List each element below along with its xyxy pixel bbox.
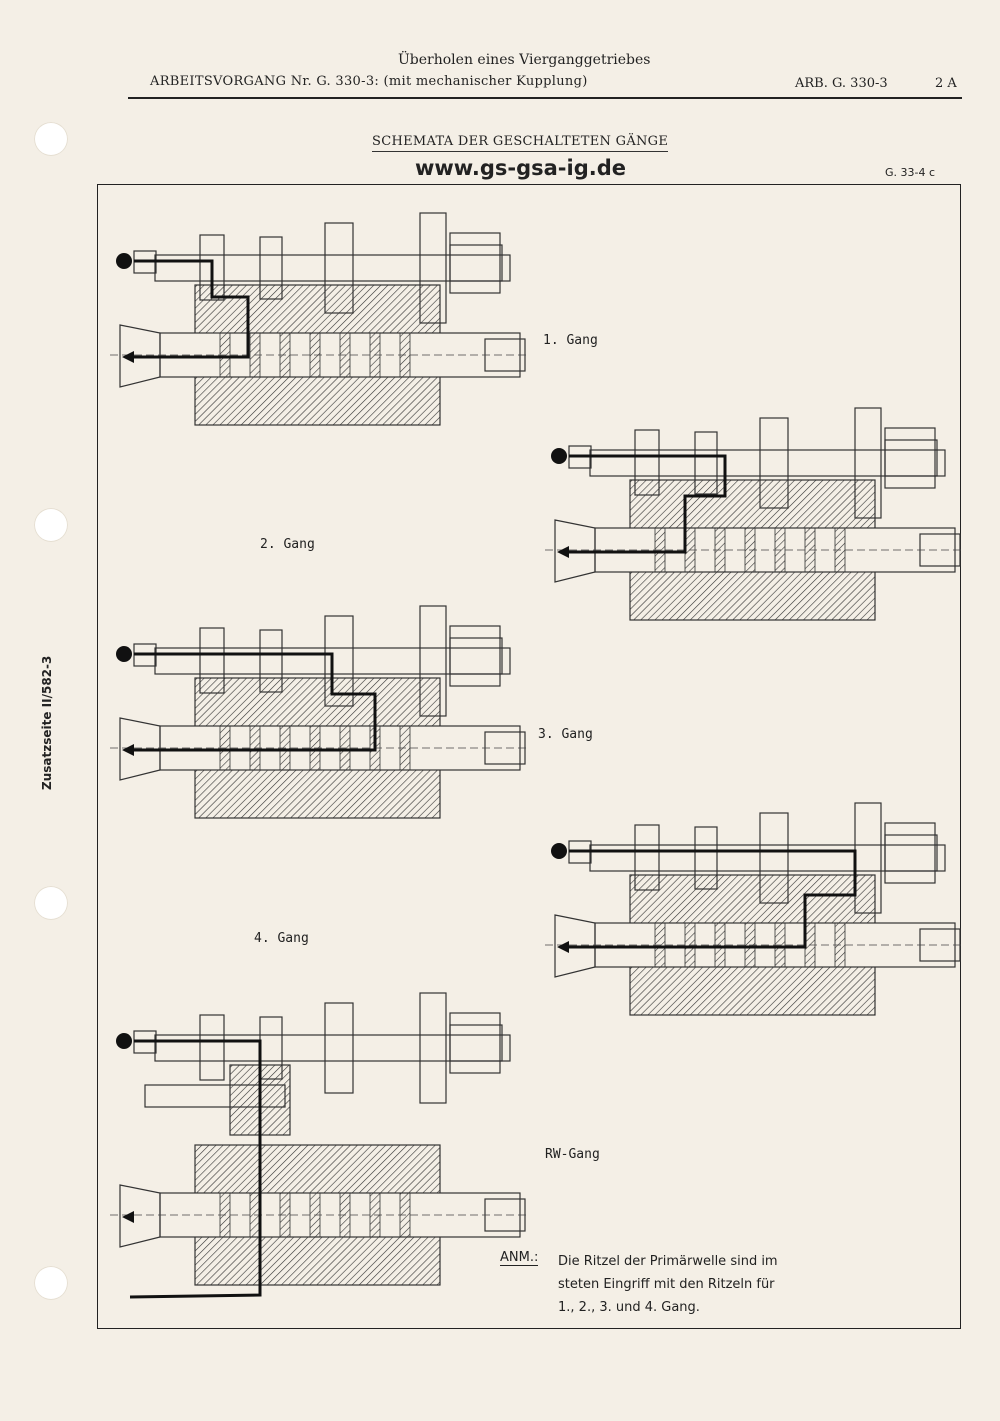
note-text: Die Ritzel der Primärwelle sind im stete… (558, 1250, 778, 1319)
shaft-collar (449, 232, 501, 294)
punch-hole (34, 122, 68, 156)
figure-reference: G. 33-4 c (885, 166, 936, 179)
shaft-collar (884, 822, 936, 884)
schema-title: SCHEMATA DER GESCHALTETEN GÄNGE (372, 134, 669, 152)
shaft-end (884, 834, 938, 872)
website-watermark: www.gs-gsa-ig.de (415, 156, 626, 180)
shaft-end (449, 637, 503, 675)
power-flow-line (565, 454, 727, 554)
shift-knob (116, 253, 132, 269)
power-flow-arrow (122, 1211, 134, 1223)
side-label: Zusatzseite II/582-3 (40, 655, 54, 790)
power-flow-arrow (122, 351, 134, 363)
shift-knob (116, 1033, 132, 1049)
shaft-collar (449, 1012, 501, 1074)
shaft-end (449, 244, 503, 282)
shaft-collar (419, 992, 447, 1104)
note-line: Die Ritzel der Primärwelle sind im (558, 1254, 778, 1269)
header-page: 2 A (935, 76, 957, 91)
layshaft (589, 844, 946, 872)
note-line: 1., 2., 3. und 4. Gang. (558, 1300, 700, 1315)
header-rule (128, 97, 962, 99)
clutch-cone (554, 519, 596, 583)
gear-label-3: 3. Gang (538, 727, 593, 742)
gear-label-4: 4. Gang (254, 931, 309, 946)
shaft-end (449, 1024, 503, 1062)
punch-hole (34, 508, 68, 542)
header-title: Überholen eines Vierganggetriebes (398, 52, 651, 68)
power-flow-arrow (122, 744, 134, 756)
shaft-collar (884, 427, 936, 489)
gearbox-diagram-1 (110, 212, 530, 426)
layshaft (154, 1034, 511, 1062)
power-flow-arrow (557, 546, 569, 558)
power-flow-arrow (557, 941, 569, 953)
header-operation: ARBEITSVORGANG Nr. G. 330-3: (mit mechan… (150, 74, 588, 89)
shaft-collar (199, 1014, 225, 1081)
power-flow-line (129, 1039, 262, 1299)
gearbox-diagram-4 (545, 802, 965, 1016)
note-line: steten Eingriff mit den Ritzeln für (558, 1277, 775, 1292)
shaft-collar (324, 1002, 354, 1094)
shift-knob (551, 843, 567, 859)
layshaft (589, 449, 946, 477)
gearbox-diagram-2 (545, 407, 965, 621)
layshaft (154, 254, 511, 282)
punch-hole (34, 1266, 68, 1300)
clutch-cone (119, 717, 161, 781)
power-flow-line (130, 259, 250, 359)
gear-label-2: 2. Gang (260, 537, 315, 552)
shift-knob (116, 646, 132, 662)
gearbox-diagram-3 (110, 605, 530, 819)
power-flow-line (130, 652, 377, 752)
shaft-collar (449, 625, 501, 687)
clutch-cone (119, 1184, 161, 1248)
header-reference: ARB. G. 330-3 (795, 76, 888, 91)
clutch-cone (119, 324, 161, 388)
shift-knob (551, 448, 567, 464)
gearbox-diagram-reverse (110, 992, 530, 1299)
shaft-end (884, 439, 938, 477)
note-label: ANM.: (500, 1250, 539, 1266)
power-flow-line (565, 849, 857, 949)
gear-label-reverse: RW-Gang (545, 1147, 600, 1162)
gear-label-1: 1. Gang (543, 333, 598, 348)
clutch-cone (554, 914, 596, 978)
punch-hole (34, 886, 68, 920)
diagram-frame (97, 184, 961, 1329)
